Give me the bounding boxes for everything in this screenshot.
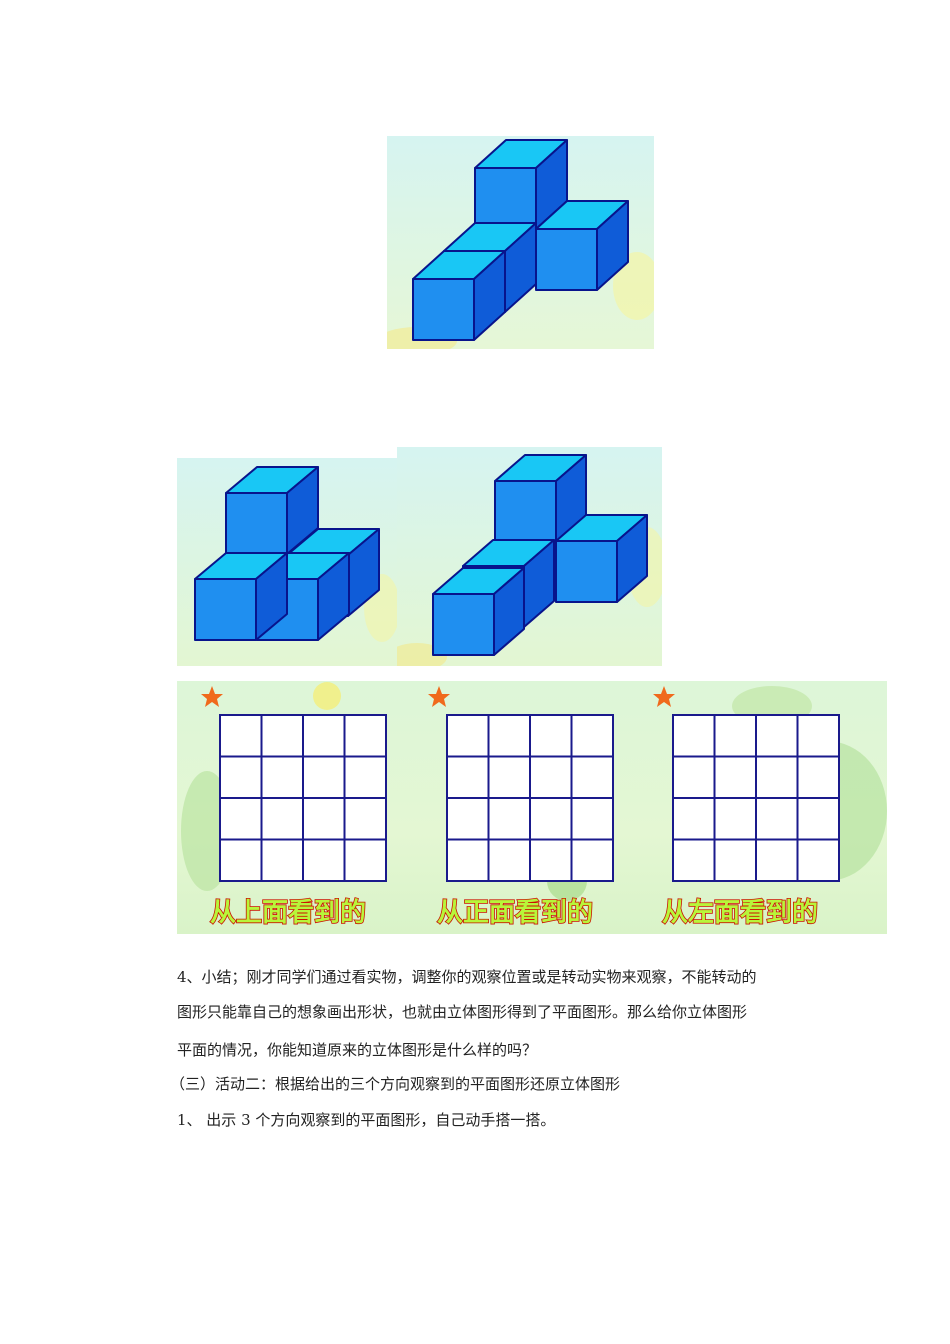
star-icon	[428, 686, 450, 707]
star-icon	[653, 686, 675, 707]
paragraph-summary-line1: 4、小结；刚才同学们通过看实物，调整你的观察位置或是转动实物来观察，不能转动的	[177, 968, 757, 986]
caption-top-view: 从上面看到的	[210, 897, 366, 927]
cube	[194, 552, 288, 641]
cube-figure-right	[397, 447, 662, 666]
section-heading-activity-two: （三）活动二：根据给出的三个方向观察到的平面图形还原立体图形	[170, 1075, 621, 1093]
cube	[494, 454, 587, 543]
paragraph-summary-line3: 平面的情况，你能知道原来的立体图形是什么样的吗？	[177, 1041, 538, 1059]
cube	[412, 250, 506, 341]
paragraph-summary-line2: 图形只能靠自己的想象画出形状，也就由立体图形得到了平面图形。那么给你立体图形	[177, 1003, 748, 1021]
cube	[535, 200, 629, 291]
star-icon	[201, 686, 223, 707]
list-item-step-1: 1、 出示 3 个方向观察到的平面图形，自己动手搭一搭。	[177, 1111, 556, 1129]
caption-left-view: 从左面看到的	[662, 897, 818, 927]
view-grids-panel: 从上面看到的 从正面看到的 从左面看到的	[177, 681, 887, 934]
caption-front-view: 从正面看到的	[437, 897, 593, 927]
view-grid	[219, 714, 387, 882]
cube	[555, 514, 648, 603]
cube-figure-left	[177, 458, 397, 666]
cube-figure-top	[387, 136, 654, 349]
view-grid	[446, 714, 614, 882]
flower-decoration	[313, 682, 341, 710]
view-grid	[672, 714, 840, 882]
cube	[432, 567, 525, 656]
